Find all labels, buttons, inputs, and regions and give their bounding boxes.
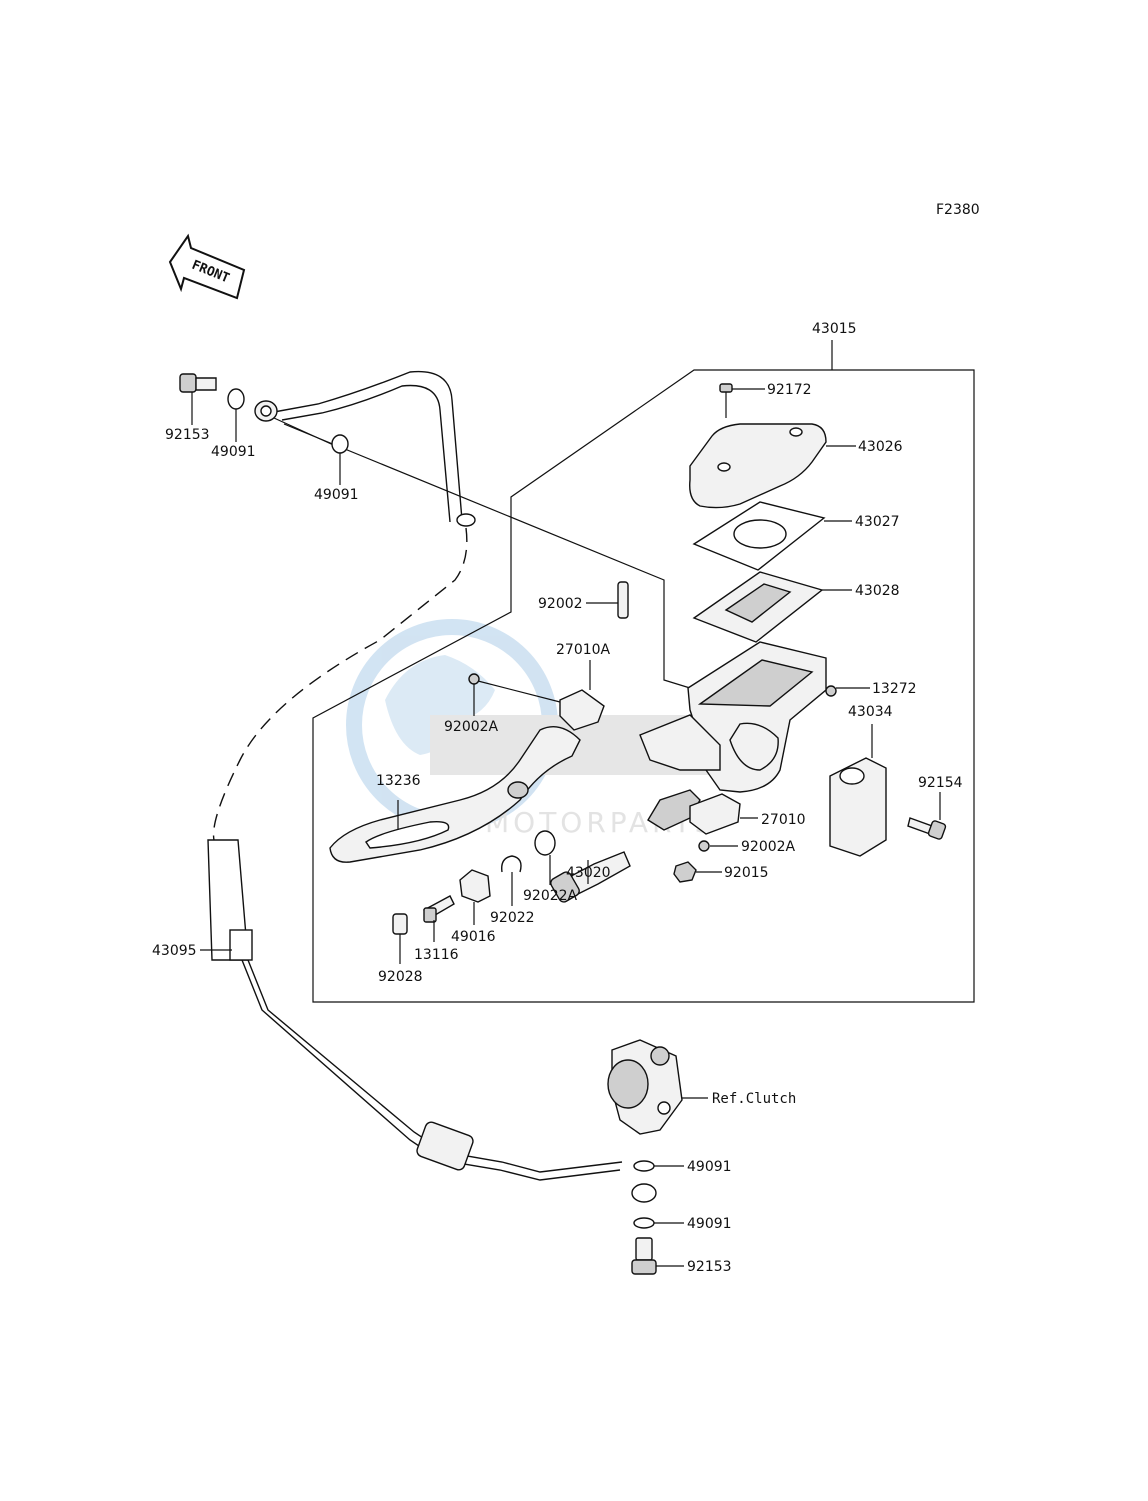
cap-92028 [392, 913, 408, 964]
screw-92002A-top [468, 673, 561, 716]
label-92153-bottom: 92153 [687, 1259, 732, 1275]
screw-92172 [719, 383, 765, 418]
pin-92002 [586, 581, 629, 619]
clamp-43034 [829, 724, 887, 857]
label-92172: 92172 [767, 382, 812, 398]
label-43026: 43026 [858, 439, 903, 455]
piston-43020 [550, 851, 631, 903]
washer-49091-a [227, 388, 245, 442]
bolt-92154 [907, 792, 947, 840]
banjo-bolt-bottom [631, 1237, 684, 1275]
label-49091-d: 49091 [687, 1216, 732, 1232]
label-49091-b: 49091 [314, 487, 359, 503]
label-92154: 92154 [918, 775, 963, 791]
lever-13236 [329, 726, 581, 863]
pushrod-13116 [422, 895, 455, 942]
diaphragm-plate [692, 501, 852, 571]
label-92028: 92028 [378, 969, 423, 985]
label-43015: 43015 [812, 321, 857, 337]
bracket-27010A [559, 660, 605, 731]
washer-92022A [534, 830, 556, 885]
label-13272: 13272 [872, 681, 917, 697]
label-43028: 43028 [855, 583, 900, 599]
label-43095: 43095 [152, 943, 197, 959]
label-43020: 43020 [566, 865, 611, 881]
label-43027: 43027 [855, 514, 900, 530]
label-27010: 27010 [761, 812, 806, 828]
label-92002A-bottom: 92002A [741, 839, 796, 855]
label-43034: 43034 [848, 704, 893, 720]
washer-49091-c [633, 1160, 684, 1172]
diaphragm [692, 571, 852, 643]
master-cylinder [639, 641, 827, 831]
label-92022: 92022 [490, 910, 535, 926]
label-27010A: 27010A [556, 642, 611, 658]
label-13236: 13236 [376, 773, 421, 789]
front-arrow: FRONT [168, 233, 246, 300]
label-49016: 49016 [451, 929, 496, 945]
washer-13272 [825, 685, 870, 697]
screw-92002A-bottom [698, 840, 738, 852]
label-49091-a: 49091 [211, 444, 256, 460]
watermark-continents [385, 655, 495, 755]
boot-49016 [459, 869, 491, 925]
reservoir-cap [689, 423, 856, 509]
clutch-hose [207, 370, 657, 1203]
part-labels: 43015 92172 43026 43027 43028 92002 2701… [152, 321, 963, 1275]
label-92002A-top: 92002A [444, 719, 499, 735]
label-92015: 92015 [724, 865, 769, 881]
label-ref-clutch: Ref.Clutch [712, 1091, 796, 1107]
washer-49091-d [633, 1217, 684, 1229]
front-arrow-shape [168, 233, 246, 300]
label-49091-c: 49091 [687, 1159, 732, 1175]
switch-27010 [689, 793, 758, 835]
nut-92015 [673, 861, 722, 883]
ref-clutch-cylinder [607, 1039, 708, 1135]
label-92153-top: 92153 [165, 427, 210, 443]
circlip-92022 [501, 855, 522, 906]
assembly-frame [312, 340, 975, 1003]
figure-code: F2380 [936, 202, 980, 218]
label-92022A: 92022A [523, 888, 578, 904]
washer-49091-b [331, 434, 349, 485]
label-92002: 92002 [538, 596, 583, 612]
label-13116: 13116 [414, 947, 459, 963]
banjo-bolt-top [179, 373, 217, 425]
